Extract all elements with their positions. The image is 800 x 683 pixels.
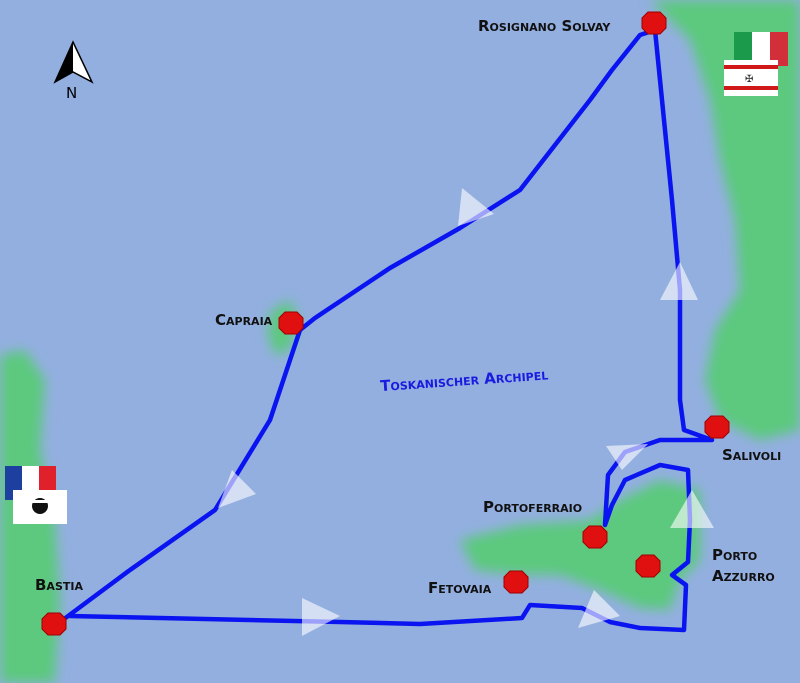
marker-bastia[interactable] (41, 612, 67, 636)
direction-arrow (670, 490, 714, 528)
marker-rosignano[interactable] (641, 11, 667, 35)
label-capraia: Capraia (215, 311, 273, 329)
direction-arrow (606, 444, 648, 470)
compass: N (53, 40, 94, 102)
direction-arrow (660, 262, 698, 300)
label-porto-azzurro-1: Porto (712, 546, 757, 564)
label-fetovaia: Fetovaia (428, 579, 492, 597)
direction-arrow (578, 590, 620, 628)
marker-salivoli[interactable] (704, 415, 730, 439)
marker-capraia[interactable] (278, 311, 304, 335)
direction-arrow (302, 598, 340, 636)
label-rosignano: Rosignano Solvay (478, 17, 611, 35)
land-tuscany (650, 0, 800, 440)
marker-portoferraio[interactable] (582, 525, 608, 549)
italy-flag (734, 32, 788, 66)
marker-fetovaia[interactable] (503, 570, 529, 594)
label-salivoli: Salivoli (722, 446, 781, 464)
marker-porto-azzurro[interactable] (635, 554, 661, 578)
compass-label: N (66, 84, 77, 102)
tuscany-flag: ✠ (724, 60, 778, 96)
ferry-route (57, 27, 715, 636)
direction-arrow (458, 188, 494, 226)
label-bastia: Bastia (35, 576, 83, 594)
corsica-flag (13, 490, 67, 524)
direction-arrow (218, 470, 256, 508)
land-elba (460, 480, 700, 610)
label-portoferraio: Portoferraio (483, 498, 582, 516)
label-porto-azzurro-2: Azzurro (712, 567, 775, 585)
svg-text:✠: ✠ (745, 74, 753, 85)
